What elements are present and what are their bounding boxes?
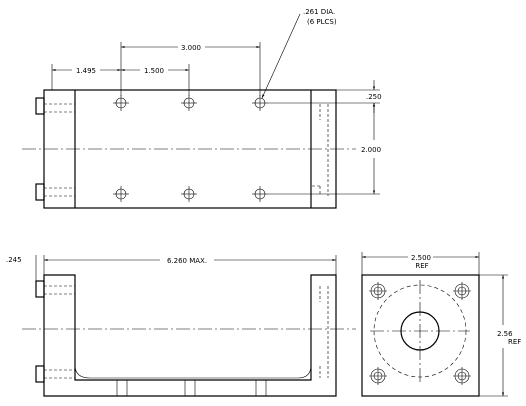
dim-hole-row-spacing: 2.000 (361, 146, 381, 154)
end-view-outline (361, 274, 480, 397)
top-view: 3.000 1.495 1.500 .261 DIA. (6 PLCS) .25… (22, 8, 382, 209)
dim-top-spacing: 3.000 (181, 44, 201, 52)
dim-end-height-ref: REF (508, 338, 521, 346)
hole-dia-label: .261 DIA. (303, 8, 335, 16)
dim-left-offset: 1.495 (76, 67, 96, 75)
bottom-left-fitting (35, 183, 45, 201)
hole-qty-label: (6 PLCS) (307, 18, 337, 26)
dim-lip-height: .245 (6, 256, 22, 264)
front-top-fitting (35, 280, 45, 298)
hole-callout-leader (261, 13, 301, 99)
front-view: .245 6.260 MAX. (6, 255, 356, 397)
dim-end-height: 2.56 (497, 330, 513, 338)
end-view: 2.500 REF 2.56 REF (361, 252, 521, 397)
top-left-fitting (35, 97, 45, 115)
dim-end-width-ref: REF (415, 262, 428, 270)
corner-holes (369, 282, 471, 385)
front-view-channel (74, 275, 312, 379)
dim-hole-pitch: 1.500 (144, 67, 164, 75)
front-bottom-fitting (35, 365, 45, 383)
dim-overall-length: 6.260 MAX. (167, 257, 207, 265)
dim-edge-offset: .250 (366, 93, 382, 101)
dim-end-width: 2.500 (411, 254, 431, 262)
